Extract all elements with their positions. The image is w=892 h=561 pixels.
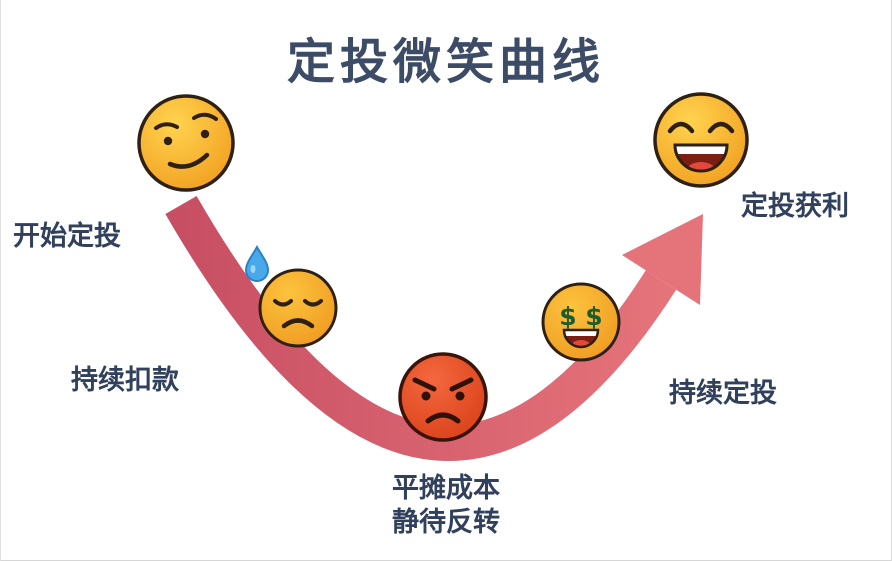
arrowhead-icon [622, 214, 703, 305]
smirk-face-icon [137, 94, 235, 192]
frown-mouth [281, 318, 315, 329]
label-start-investing: 开始定投 [13, 221, 121, 252]
teeth [564, 330, 598, 336]
label-bottom-stage: 平摊成本 静待反转 [1, 472, 891, 540]
diagram-title: 定投微笑曲线 [286, 34, 605, 90]
smirk-mouth [167, 152, 210, 169]
label-keep-deducting: 持续扣款 [71, 365, 179, 396]
dollar-eye-right: $ [585, 302, 602, 331]
label-keep-investing: 持续定投 [669, 378, 777, 409]
smile-curve [165, 196, 677, 461]
sweat-drop-icon [244, 244, 270, 282]
left-happy-eye [667, 121, 695, 134]
left-eyebrow [154, 122, 179, 130]
sweat-drop-shape [244, 244, 270, 282]
teeth [675, 145, 727, 154]
worried-face-with-sweat-icon [258, 268, 338, 348]
right-closed-eye [303, 299, 323, 307]
face-circle [653, 92, 749, 188]
left-angry-brow [412, 377, 437, 392]
face-circle [541, 282, 621, 362]
label-take-profit: 定投获利 [741, 191, 849, 222]
dollar-eye-left: $ [559, 302, 576, 331]
left-eye [421, 391, 431, 401]
mouth-inner [675, 145, 727, 171]
tongue [685, 162, 717, 171]
angry-face-icon [398, 352, 488, 442]
sweat-highlight [250, 265, 256, 273]
face-circle [258, 268, 338, 348]
label-wait-reversal: 静待反转 [392, 506, 500, 538]
tongue [570, 340, 592, 347]
mouth-outline [562, 328, 600, 349]
frown-mouth [425, 412, 461, 424]
right-eye [455, 391, 465, 401]
right-angry-brow [449, 377, 474, 392]
label-average-cost: 平摊成本 [392, 473, 500, 504]
face-circle [398, 352, 488, 442]
laughing-face-icon [653, 92, 749, 188]
left-eye [163, 136, 173, 146]
money-eyes-face-icon: $ $ [541, 282, 621, 362]
mouth-inner [564, 330, 598, 347]
face-circle [137, 94, 235, 192]
right-eyebrow-raised [192, 112, 218, 121]
right-eye [200, 129, 210, 139]
left-closed-eye [273, 299, 293, 307]
mouth-outline [673, 143, 729, 173]
right-happy-eye [707, 121, 735, 134]
